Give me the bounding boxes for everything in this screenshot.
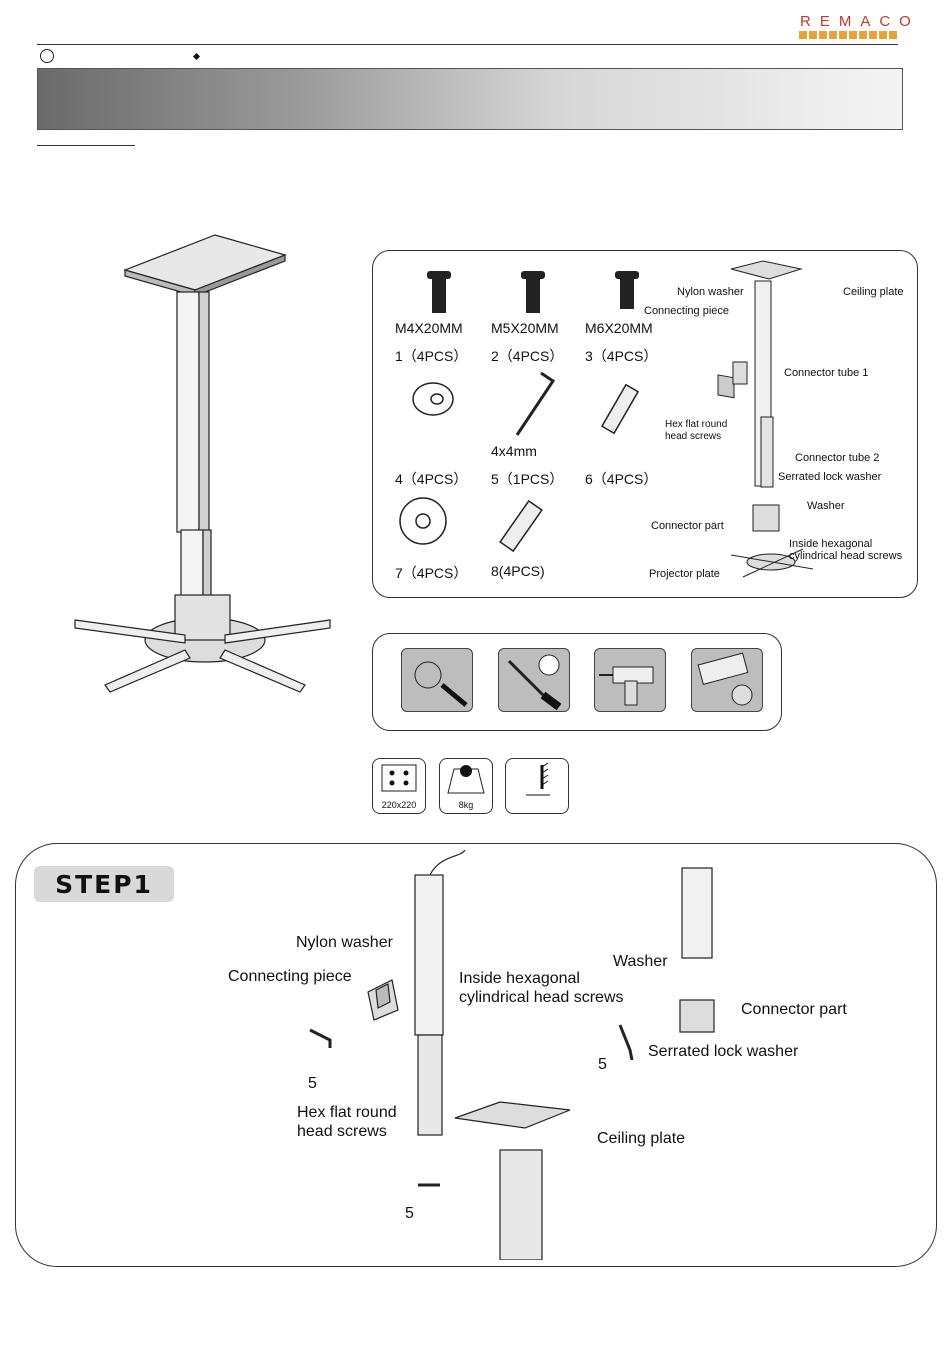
parts-panel: M4X20MM M5X20MM M6X20MM 1（4PCS） 2（4PCS） …	[372, 250, 918, 598]
step1-washer-label: Washer	[613, 953, 668, 970]
part-1-size: M4X20MM	[395, 320, 463, 336]
brand-logo: REMACO	[800, 13, 920, 30]
part-5-count: 5（1PCS）	[491, 471, 564, 487]
assembled-mount-illustration	[74, 234, 331, 693]
step1-serrated-lock-washer-label: Serrated lock washer	[648, 1043, 799, 1060]
wall-spec-badge	[505, 758, 569, 814]
step1-hexkey-number-b: 5	[598, 1056, 607, 1073]
step1-nylon-washer-label: Nylon washer	[296, 934, 393, 951]
washer-anchor-icons	[399, 497, 543, 553]
diagram-projector-plate-label: Projector plate	[649, 568, 720, 580]
tools-panel	[372, 633, 782, 731]
exploded-parts-diagram	[717, 260, 814, 578]
vesa-spec-badge: 220x220	[372, 758, 426, 814]
diagram-washer-label: Washer	[807, 500, 845, 512]
diagram-hex-flat-label-2: head screws	[665, 431, 722, 442]
brand-logo-bar	[799, 31, 897, 39]
screwdriver-icon	[498, 648, 570, 712]
part-2-count: 2（4PCS）	[491, 348, 564, 364]
diagram-inside-hex-label-1: Inside hexagonal	[789, 538, 873, 550]
wall-icon	[526, 762, 550, 796]
weight-spec-badge: 8kg	[439, 758, 493, 814]
title-banner	[37, 68, 903, 130]
drill-icon	[594, 648, 666, 712]
diagram-connector-tube-1-label: Connector tube 1	[784, 367, 869, 379]
diagram-hex-flat-label-1: Hex flat round	[665, 419, 728, 430]
diagram-ceiling-plate-label: Ceiling plate	[843, 286, 904, 298]
vesa-spec-text: 220x220	[381, 800, 417, 810]
step1-inside-hex-label-1: Inside hexagonal	[459, 970, 580, 987]
diagram-connector-tube-2-label: Connector tube 2	[795, 452, 880, 464]
section-underline	[37, 145, 135, 146]
weight-spec-text: 8kg	[458, 800, 474, 810]
diagram-connector-part-label: Connector part	[651, 520, 724, 532]
diagram-connecting-piece-label: Connecting piece	[644, 305, 730, 317]
tape-measure-icon	[691, 648, 763, 712]
part-6-count: 6（4PCS）	[585, 471, 658, 487]
part-2-size: M5X20MM	[491, 320, 559, 336]
circle-icon	[40, 49, 54, 63]
diagram-serrated-lock-washer-label: Serrated lock washer	[778, 471, 882, 483]
part-3-count: 3（4PCS）	[585, 348, 658, 364]
step1-hexkey-number-c: 5	[405, 1205, 414, 1222]
step1-badge: STEP1	[34, 866, 174, 902]
part-3-size: M6X20MM	[585, 320, 653, 336]
part-1-count: 1（4PCS）	[395, 348, 468, 364]
step1-panel	[15, 843, 937, 1267]
step1-hexkey-number-a: 5	[308, 1075, 317, 1092]
diamond-icon	[192, 52, 201, 61]
part-5-size: 4x4mm	[491, 443, 537, 459]
part-7-count: 7（4PCS）	[395, 565, 468, 581]
part-8-count: 8(4PCS)	[491, 563, 545, 579]
spacer-hexkey-anchor-icons	[412, 371, 640, 436]
screw-icons	[427, 271, 639, 313]
diagram-nylon-washer-label: Nylon washer	[677, 286, 744, 298]
step1-hex-flat-label-1: Hex flat round	[297, 1104, 397, 1121]
step1-assembly-diagram	[309, 850, 715, 1260]
header-rule	[37, 44, 898, 45]
pencil-marking-icon	[401, 648, 473, 712]
diagram-inside-hex-label-2: cylindrical head screws	[789, 550, 903, 562]
step1-inside-hex-label-2: cylindrical head screws	[459, 989, 624, 1006]
step1-ceiling-plate-label: Ceiling plate	[597, 1130, 686, 1147]
part-4-count: 4（4PCS）	[395, 471, 468, 487]
step1-connecting-piece-label: Connecting piece	[228, 968, 352, 985]
step1-connector-part-label: Connector part	[741, 1001, 847, 1018]
step1-hex-flat-label-2: head screws	[297, 1123, 387, 1140]
